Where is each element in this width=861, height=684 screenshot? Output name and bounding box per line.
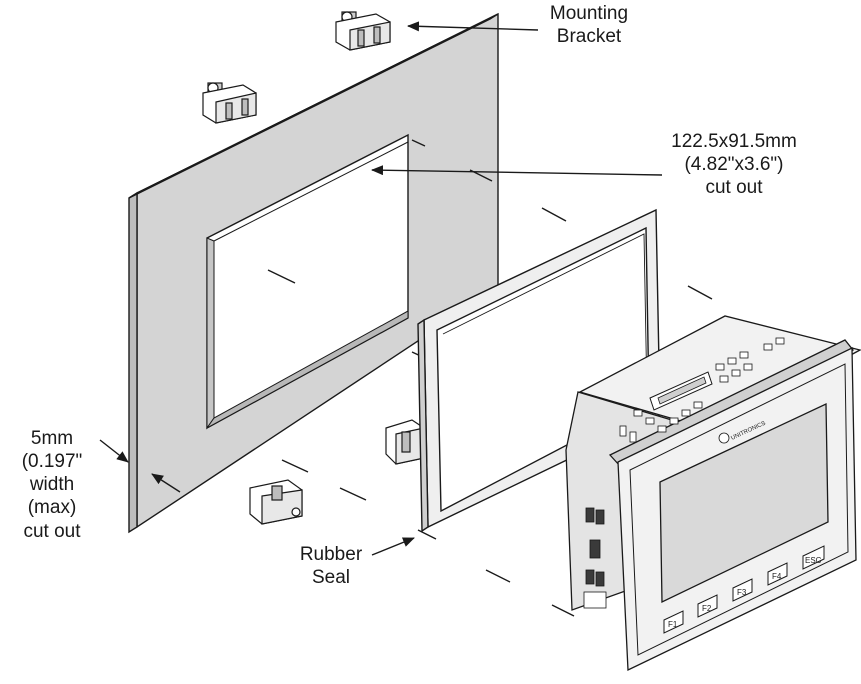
arrow-panel-width-left [151,473,181,493]
label-panel-width: 5mm (0.197" width (max) cut out [22,428,83,542]
svg-text:Mounting: Mounting [550,3,628,24]
svg-text:Bracket: Bracket [557,26,622,47]
label-rubber-seal: Rubber Seal [300,544,363,588]
arrow-panel-width-right [99,439,129,463]
function-key-f4[interactable]: F4 [767,562,788,586]
rubber-seal [417,208,661,533]
function-key-f1[interactable]: F1 [663,610,684,634]
mounting-bracket-top [335,11,391,51]
svg-text:F3: F3 [737,588,747,597]
hmi-device: UNITRONICS F1 F2 F3 F4 ESC [565,315,861,672]
panel-edge-top [128,13,499,199]
seal-depth [417,318,429,533]
svg-text:ESC: ESC [805,556,822,565]
svg-text:F1: F1 [668,620,678,629]
arrow-rubber-seal [371,537,415,556]
cutout-inner-wall-left [206,237,215,430]
svg-text:(max): (max) [28,497,77,518]
device-top [578,315,861,431]
svg-text:width: width [29,474,74,495]
svg-text:cut out: cut out [23,521,81,542]
label-cutout: 122.5x91.5mm (4.82"x3.6") cut out [671,131,797,198]
svg-text:5mm: 5mm [31,428,73,449]
device-bezel-inner [629,363,849,656]
panel-edge-left [128,191,138,534]
function-key-f3[interactable]: F3 [732,578,753,602]
svg-text:(4.82"x3.6"): (4.82"x3.6") [684,154,783,175]
callout-arrows [99,21,663,556]
mounting-bracket-bottom [249,479,303,525]
arrow-cutout [371,165,663,176]
function-key-esc[interactable]: ESC [802,545,825,570]
device-screen [659,402,829,604]
function-key-f2[interactable]: F2 [697,594,718,618]
svg-text:Rubber: Rubber [300,544,363,565]
svg-text:F2: F2 [702,604,712,613]
top-keypad [619,337,785,443]
side-connectors [583,507,607,609]
svg-text:Seal: Seal [312,567,350,588]
device-bezel-depth [608,339,855,467]
arrow-mounting-bracket [407,21,539,32]
mounting-bracket-right [385,419,425,465]
mounting-panel [128,12,499,534]
label-mounting-bracket: Mounting Bracket [550,3,628,47]
svg-text:122.5x91.5mm: 122.5x91.5mm [671,131,797,152]
function-keys: F1 F2 F3 F4 ESC [663,545,825,634]
cutout-inner-wall-bottom [206,310,409,429]
svg-text:(0.197": (0.197" [22,451,83,472]
svg-text:F4: F4 [772,572,782,581]
mounting-bracket-left [202,82,257,124]
svg-text:cut out: cut out [705,177,763,198]
